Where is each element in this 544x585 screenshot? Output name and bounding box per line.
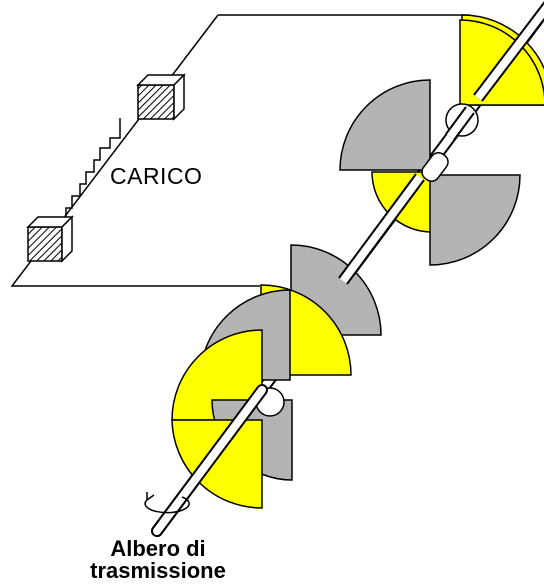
- load-label: CARICO: [110, 163, 203, 189]
- blade-gray-upper-right: [429, 174, 521, 266]
- load-weight-upper: [136, 73, 186, 121]
- rotation-arrow: [144, 492, 190, 514]
- lower-rotor: [171, 244, 382, 509]
- shaft-coupling: [421, 152, 449, 182]
- load-spring: [65, 118, 121, 218]
- load-weight-lower: [26, 215, 74, 263]
- shaft-label-line1: Albero di: [110, 536, 206, 561]
- blade-gray-upper-left: [339, 79, 431, 171]
- shaft-label-line2: trasmissione: [90, 558, 226, 583]
- blade-yellow-lower-left: [171, 329, 263, 421]
- shaft-label: Albero di trasmissione: [88, 538, 228, 582]
